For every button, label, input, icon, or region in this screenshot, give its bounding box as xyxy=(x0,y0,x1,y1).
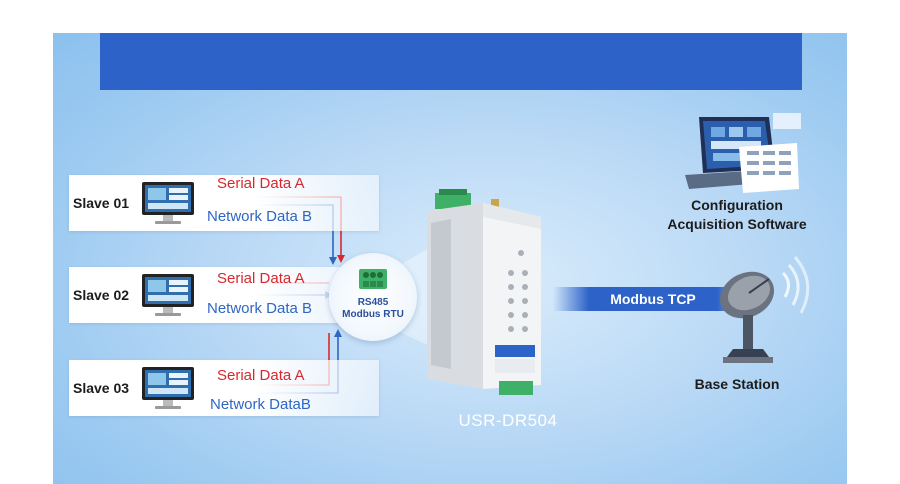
slave-row-02: Slave 02 xyxy=(69,267,379,323)
slave-label: Slave 03 xyxy=(73,380,130,396)
network-data-label: Network Data B xyxy=(207,300,313,317)
base-station-caption: Base Station xyxy=(694,376,780,392)
serial-data-label: Serial Data A xyxy=(217,175,305,192)
rs485-label: RS485 xyxy=(357,297,389,308)
device-name-caption: USR-DR504 xyxy=(458,411,558,430)
slave-label: Slave 02 xyxy=(73,287,130,303)
network-data-label: Network Data B xyxy=(207,208,313,225)
din-rail-device-icon xyxy=(427,189,541,395)
monitor-icon xyxy=(142,367,194,409)
software-caption-line2: Acquisition Software xyxy=(667,216,807,232)
software-caption-line1: Configuration xyxy=(691,197,783,213)
serial-data-label: Serial Data A xyxy=(217,270,305,287)
diagram-panel: Slave 01 Serial Data A Network Data B Sl… xyxy=(53,33,847,484)
slave-row-01: Slave 01 xyxy=(69,175,379,231)
serial-data-label: Serial Data A xyxy=(217,367,305,384)
satellite-dish-icon xyxy=(719,256,810,363)
modbus-rtu-label: Modbus RTU xyxy=(342,309,404,320)
modbus-tcp-label: Modbus TCP xyxy=(610,291,696,307)
monitor-icon xyxy=(142,274,194,316)
monitor-icon xyxy=(142,182,194,224)
slave-label: Slave 01 xyxy=(73,195,130,211)
terminal-block-icon xyxy=(359,269,387,289)
modbus-tcp-link: Modbus TCP xyxy=(553,287,753,311)
network-data-label: Network DataB xyxy=(210,396,311,413)
rs485-badge: RS485 Modbus RTU xyxy=(329,253,417,341)
laptop-dashboard-icon xyxy=(685,113,801,193)
header-banner xyxy=(100,33,802,90)
slave-row-03: Slave 03 xyxy=(69,360,379,416)
